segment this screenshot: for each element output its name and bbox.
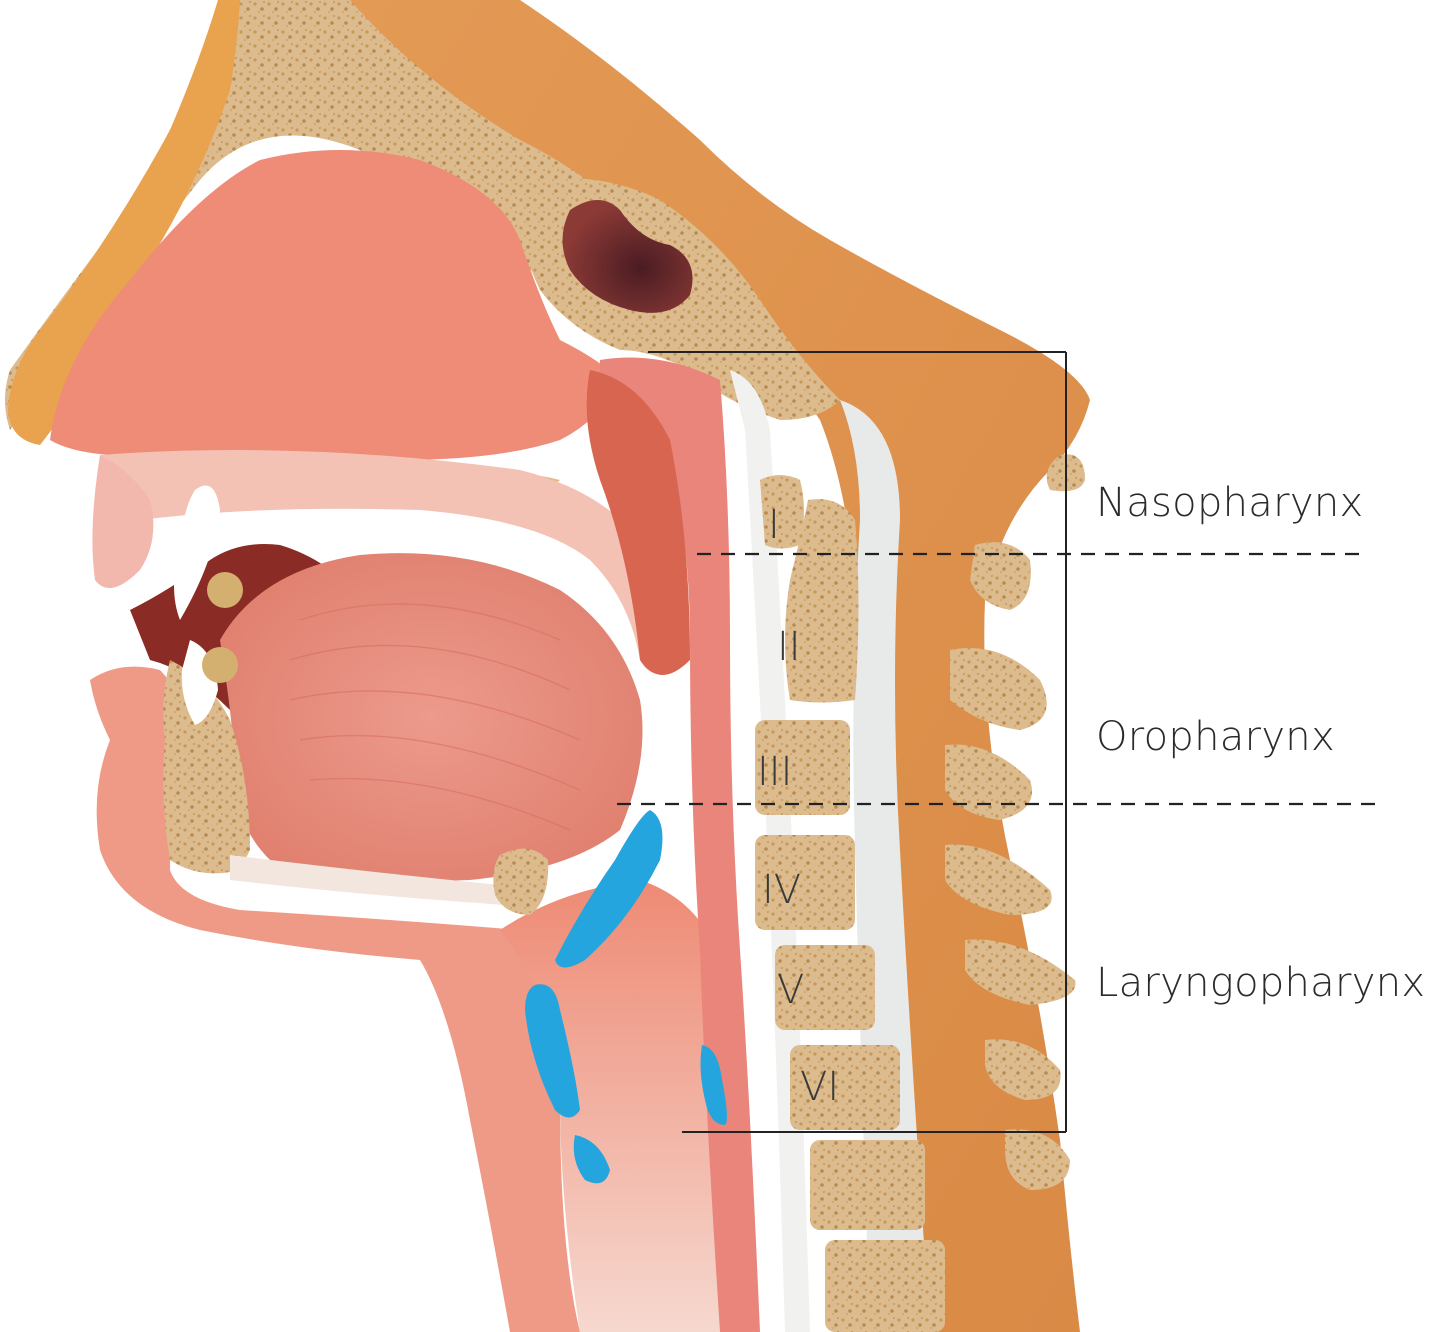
hyoid-bone (493, 849, 548, 915)
laryngopharynx-label: Laryngopharynx (1096, 960, 1425, 1006)
vertebra-label-2: II (777, 624, 801, 670)
vertebra-label-3: III (757, 749, 792, 795)
tongue (220, 553, 643, 881)
vertebra-c7 (810, 1140, 925, 1230)
upper-molar (207, 572, 243, 608)
vertebra-label-6: VI (800, 1064, 839, 1110)
vertebra-t1 (825, 1240, 945, 1332)
oropharynx-label: Oropharynx (1096, 714, 1335, 760)
vertebra-c1 (760, 475, 804, 549)
lower-molar (202, 647, 238, 683)
nasopharynx-label: Nasopharynx (1096, 480, 1363, 526)
vertebra-label-4: IV (762, 867, 801, 913)
vertebra-label-5: V (777, 967, 804, 1013)
vertebra-label-1: I (768, 502, 780, 548)
